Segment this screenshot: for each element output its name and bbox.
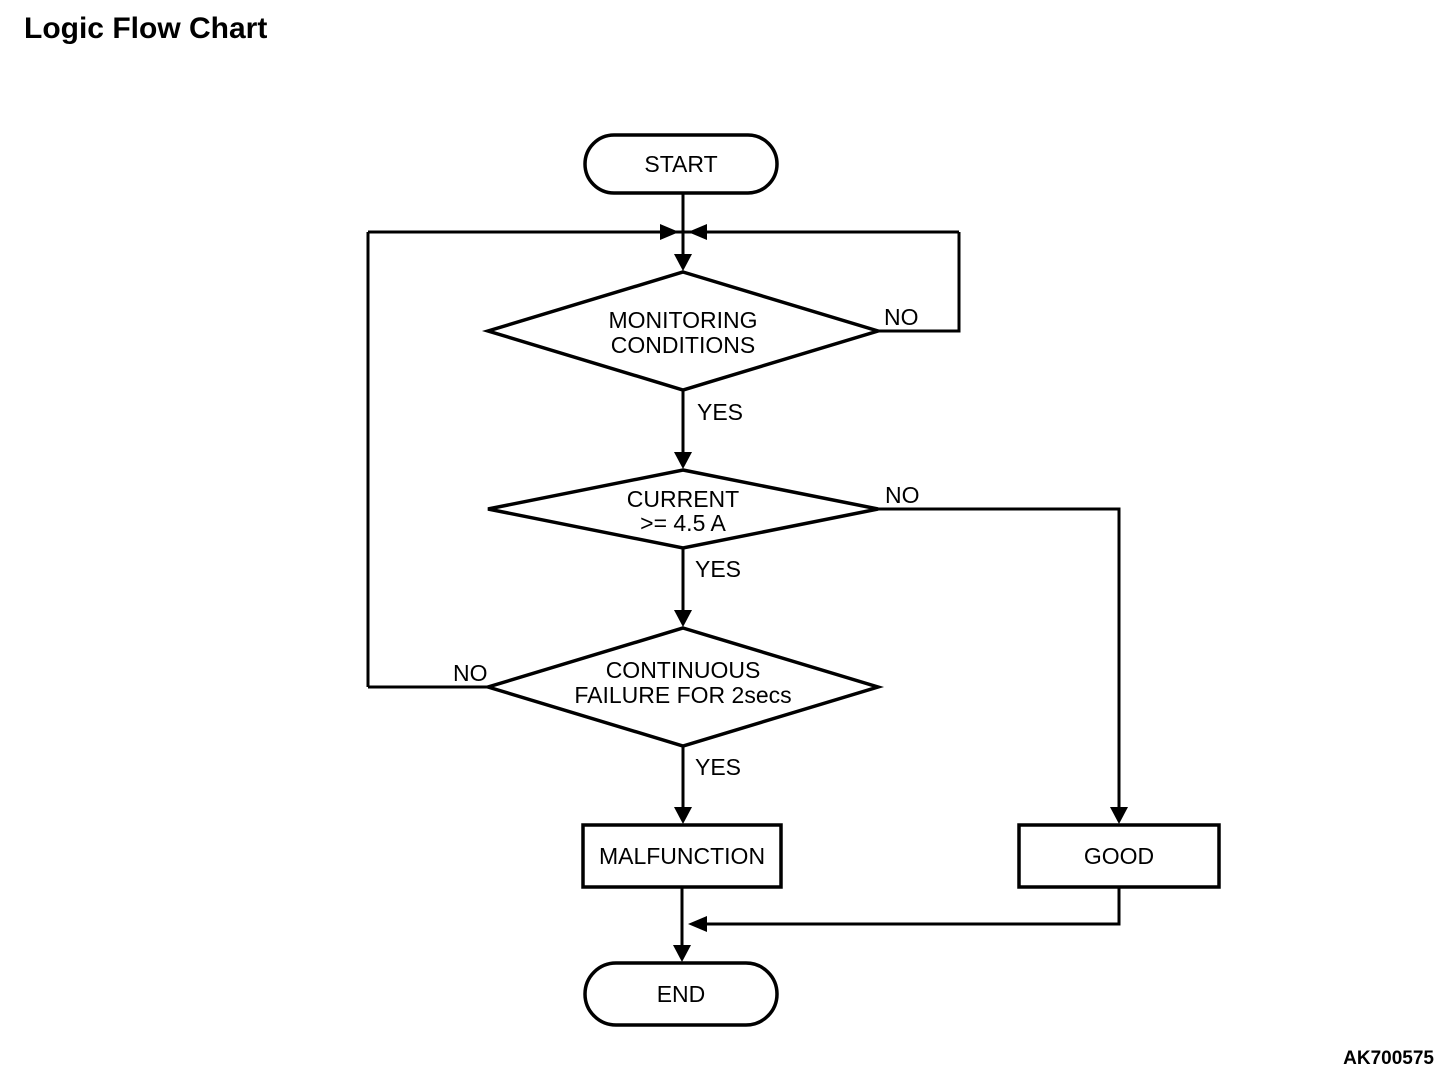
node-current-label-line1: CURRENT: [627, 486, 739, 512]
node-good: [1017, 823, 1221, 889]
node-monitoring-label-line1: MONITORING: [608, 307, 757, 333]
node-monitoring-label-line2: CONDITIONS: [611, 332, 755, 358]
arrowhead-down-into-malfunction: [674, 807, 692, 824]
node-continuous-label-line1: CONTINUOUS: [606, 657, 761, 683]
edge-label-monitoring-yes: YES: [697, 399, 743, 425]
edge-good-to-merge: [706, 887, 1121, 926]
node-monitoring-conditions: [481, 270, 885, 392]
node-start-label: START: [644, 151, 717, 177]
node-current-label-line2: >= 4.5 A: [640, 510, 726, 536]
page-title: Logic Flow Chart: [24, 12, 267, 45]
node-malfunction: [581, 823, 783, 889]
edge-label-current-yes: YES: [695, 556, 741, 582]
arrowhead-left-into-merge: [688, 916, 707, 932]
edge-label-monitoring-no: NO: [884, 304, 919, 330]
edge-label-continuous-yes: YES: [695, 754, 741, 780]
node-continuous-label-line2: FAILURE FOR 2secs: [574, 682, 791, 708]
edge-monitoring-no: [878, 232, 961, 333]
edge-current-no: [878, 507, 1121, 810]
node-end-label: END: [657, 981, 706, 1007]
edge-label-current-no: NO: [885, 482, 920, 508]
arrowhead-down-into-good: [1110, 807, 1128, 824]
node-start: [583, 133, 779, 195]
node-good-label: GOOD: [1084, 843, 1154, 869]
node-continuous-failure: [481, 626, 885, 748]
edge-label-continuous-no: NO: [453, 660, 488, 686]
figure-code: AK700575: [1343, 1048, 1434, 1069]
node-malfunction-label: MALFUNCTION: [599, 843, 765, 869]
arrowhead-down-into-current: [674, 452, 692, 469]
arrowhead-right-into-junction: [660, 224, 679, 240]
node-end: [583, 961, 779, 1027]
arrowhead-down-into-monitoring: [674, 254, 692, 271]
node-current-check: [487, 468, 879, 550]
arrowhead-down-into-end: [673, 945, 691, 962]
arrowhead-left-into-junction: [688, 224, 707, 240]
arrowhead-down-into-continuous: [674, 610, 692, 627]
